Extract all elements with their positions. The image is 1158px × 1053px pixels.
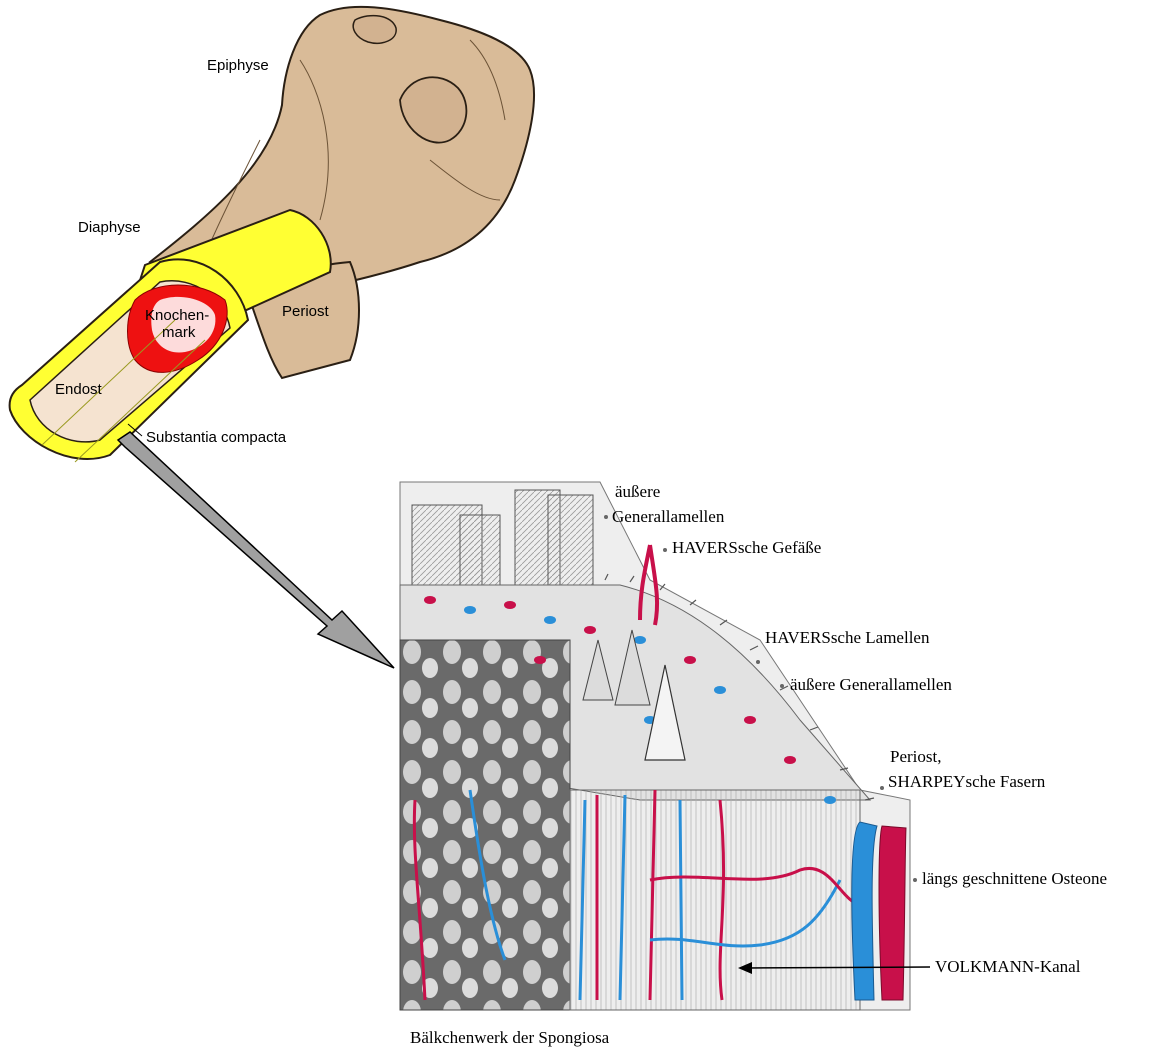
label-havers-lamellen: HAVERSsche Lamellen	[765, 628, 930, 647]
label-knochenmark-1: Knochen-	[145, 307, 209, 324]
label-langs-osteone: längs geschnittene Osteone	[922, 869, 1107, 888]
label-knochenmark-2: mark	[162, 324, 196, 341]
spongiosa-region	[400, 640, 570, 1010]
label-endost: Endost	[55, 381, 103, 398]
label-epiphyse: Epiphyse	[207, 57, 269, 74]
zoom-arrow	[118, 432, 394, 668]
bone-section-illustration	[400, 482, 910, 1010]
label-havers-gefasse: HAVERSsche Gefäße	[672, 538, 821, 557]
label-aussere-top-2: Generallamellen	[612, 507, 725, 526]
volkmann-leader-line	[748, 967, 930, 968]
label-balkchenwerk: Bälkchenwerk der Spongiosa	[410, 1028, 610, 1047]
label-aussere-generallamellen: äußere Generallamellen	[790, 675, 952, 694]
label-diaphyse: Diaphyse	[78, 219, 141, 236]
label-periost: Periost	[282, 303, 330, 320]
label-substantia-compacta: Substantia compacta	[146, 429, 287, 446]
label-volkmann: VOLKMANN-Kanal	[935, 957, 1081, 976]
label-aussere-top-1: äußere	[615, 482, 660, 501]
label-periost-1: Periost,	[890, 747, 941, 766]
label-periost-2: SHARPEYsche Fasern	[888, 772, 1046, 791]
periost-vessel-red	[879, 826, 906, 1000]
longitudinal-section	[570, 790, 860, 1010]
